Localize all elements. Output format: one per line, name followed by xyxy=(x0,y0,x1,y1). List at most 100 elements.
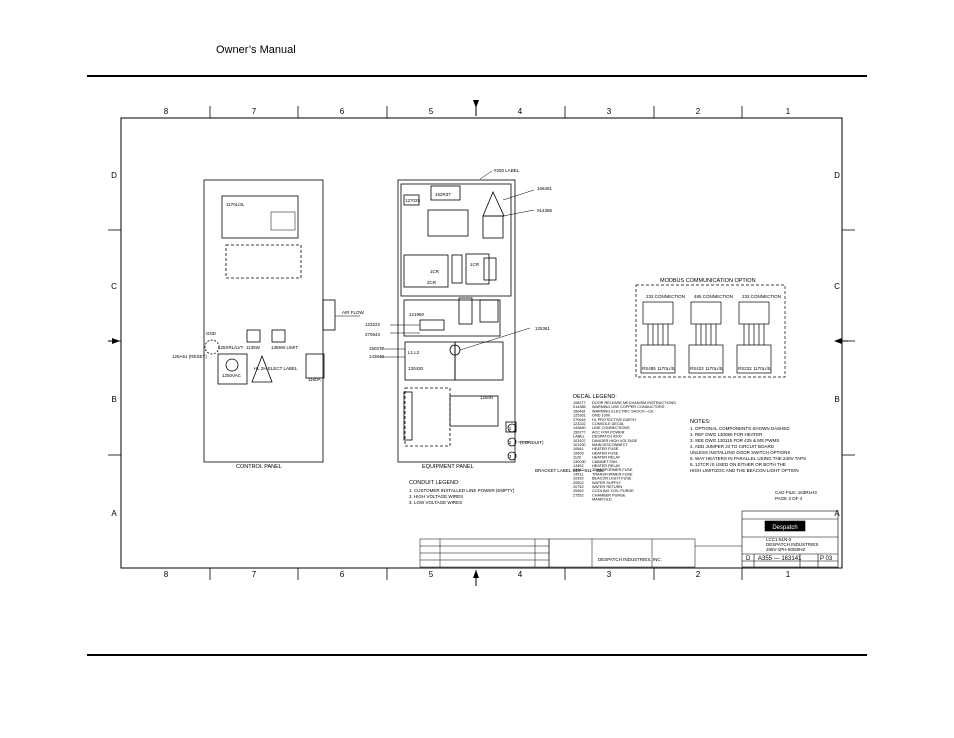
equipment-label: 270644 xyxy=(365,332,381,337)
drawing-number: A355 — 163141 xyxy=(758,556,802,562)
row-label-right: A xyxy=(834,509,840,518)
decal-code: 101200 xyxy=(573,443,586,447)
equipment-label: 2CR xyxy=(427,280,437,285)
equipment-label: 130430 xyxy=(408,366,424,371)
decal-code: 27552 xyxy=(573,493,584,497)
control-panel-controller-label: 1170L/4L xyxy=(226,202,245,207)
decal-code: 20392 xyxy=(573,477,584,481)
footer-rule xyxy=(87,654,867,656)
decal-description: TRANSFORMER FUSE xyxy=(592,472,633,476)
note-item: 1. OPTIONAL COMPONENTS SHOWN DASHED xyxy=(690,426,790,431)
decal-code: 10609 xyxy=(573,451,584,455)
sheet-size: D xyxy=(746,556,751,562)
equipment-label: 166481 xyxy=(537,186,553,191)
note-item: HIGH LIMIT/ZOC AND THE BEACON LIGHT OPTI… xyxy=(690,468,799,473)
conduit-legend-item: 2. HIGH VOLTAGE WIRES xyxy=(409,494,463,499)
control-panel-title: CONTROL PANEL xyxy=(236,464,282,470)
decal-code: 14452 xyxy=(573,464,584,468)
decal-description: WATER RETURN xyxy=(592,485,622,489)
control-panel-label: 1365W LIMIT xyxy=(271,345,298,350)
decal-description: DOOR RELEASE MECHANISM INSTRUCTIONS xyxy=(592,401,676,405)
page-number: PAGE 3 OF 4 xyxy=(775,496,803,501)
col-label-top: 8 xyxy=(164,107,169,116)
conduit-legend-item: 3. LOW VOLTAGE WIRES xyxy=(409,500,462,505)
equipment-label: 1CR xyxy=(470,262,480,267)
air-flow-label: AIR FLOW xyxy=(342,310,365,315)
col-label-top: 2 xyxy=(696,107,701,116)
decal-description: CHAMBER PURGE xyxy=(592,493,626,497)
decal-code: 014385 xyxy=(573,405,586,409)
col-label-top: 3 xyxy=(607,107,612,116)
equipment-panel xyxy=(397,179,517,463)
col-label-bottom: 1 xyxy=(786,570,791,579)
title-block xyxy=(741,510,839,568)
row-label-left: A xyxy=(111,509,117,518)
decal-description: HEATER RELAY xyxy=(592,464,621,468)
decal-description: ACC FOR POWER xyxy=(592,430,625,434)
control-panel xyxy=(203,179,336,463)
decal-description: HEATER FUSE xyxy=(592,447,619,451)
revision: P 03 xyxy=(820,556,833,562)
row-label-right: C xyxy=(834,282,840,291)
decal-description: HEATER FUSE xyxy=(592,451,619,455)
decal-description: TRANSFORMER FUSE xyxy=(592,468,633,472)
decal-code: 20952 xyxy=(573,489,584,493)
decal-code: 108277 xyxy=(573,401,586,405)
col-label-bottom: 6 xyxy=(340,570,345,579)
decal-description: LINE CONNECTIONS xyxy=(592,426,630,430)
equipment-panel-title: EQUIPMENT PANEL xyxy=(422,464,474,470)
decal-legend-title: DECAL LEGEND: xyxy=(573,394,617,400)
note-item: 5. WAY HEATERS IN PARALLEL USING THE 240… xyxy=(690,456,806,461)
decal-code: 14911 xyxy=(573,472,583,476)
conduit-circle-number: 3 xyxy=(509,454,512,459)
decal-code: 103107 xyxy=(573,439,586,443)
col-label-bottom: 4 xyxy=(518,570,523,579)
decal-description: CABINET FAN xyxy=(592,460,617,464)
equipment-label: #250 LABEL xyxy=(494,168,520,173)
notes-title: NOTES: xyxy=(690,419,711,425)
decal-description: MAIN DISCONNECT xyxy=(592,443,628,447)
decal-legend: DECAL LEGEND: 108277 DOOR RELEASE MECHANI… xyxy=(573,394,676,502)
note-item: 4. ADD JUMPER J3 TO CIRCUIT BOARD xyxy=(690,444,775,449)
company-name: DESPATCH INDUSTRIES, INC. xyxy=(598,557,662,562)
decal-code: 123222 xyxy=(573,422,586,426)
modbus-port-label: 485 CONNECTION xyxy=(694,294,733,299)
modbus-title: MODBUS COMMUNICATION OPTION xyxy=(660,278,756,284)
decal-description: BEACON LIGHT FUSE xyxy=(592,477,632,481)
equipment-label: 1250R xyxy=(480,395,494,400)
equipment-label: 150277 xyxy=(369,346,385,351)
decal-description: COOLING COIL PURGE xyxy=(592,489,634,493)
decal-description: GND 1000 xyxy=(592,414,610,418)
revision-block xyxy=(419,538,742,568)
modbus-option xyxy=(635,284,786,378)
equipment-label: 125361 xyxy=(535,326,551,331)
equipment-label: 123222 xyxy=(365,322,381,327)
note-item: 3. SEE DWG 130115 FOR 425 & MS PWMS xyxy=(690,438,779,443)
col-label-top: 7 xyxy=(252,107,257,116)
conduit-circle-number: 1 xyxy=(509,426,512,431)
conduit-legend-title: CONDUIT LEGEND: xyxy=(409,480,460,486)
decal-code: 166481 xyxy=(573,409,586,413)
col-label-top: 4 xyxy=(518,107,523,116)
page-header-title: Owner’s Manual xyxy=(216,44,296,56)
cad-file: CAD FILE: 163R1H3 xyxy=(775,490,817,495)
decal-code: 130030 xyxy=(573,460,586,464)
decal-code: 15642 xyxy=(573,468,584,472)
centering-arrows xyxy=(108,100,848,586)
decal-code: LABEL xyxy=(573,435,585,439)
title-line-3: 208V-1PH-50/60HZ xyxy=(766,547,806,552)
title-line-2: DESPATCH INDUSTRIES xyxy=(766,542,818,547)
conduit-legend-item: 1. CUSTOMER INSTALLED LINE POWER (EMPTY) xyxy=(409,488,515,493)
decal-description: HEATER RELAY xyxy=(592,456,621,460)
row-label-left: C xyxy=(111,282,117,291)
row-label-left: B xyxy=(111,395,116,404)
conduit-circle-number: 2 xyxy=(509,440,512,445)
col-label-bottom: 5 xyxy=(429,570,434,579)
modbus-port-bottom: RS232 1170L/4L xyxy=(738,366,772,371)
equipment-label: 162R37 xyxy=(435,192,451,197)
equipment-label: 1CR xyxy=(430,269,440,274)
note-item: 6. 127CR IS USED ON EITHER OR BOTH THE xyxy=(690,462,786,467)
decal-description: HL PROTECTIVE EARTH xyxy=(592,418,636,422)
row-label-left: D xyxy=(111,171,117,180)
